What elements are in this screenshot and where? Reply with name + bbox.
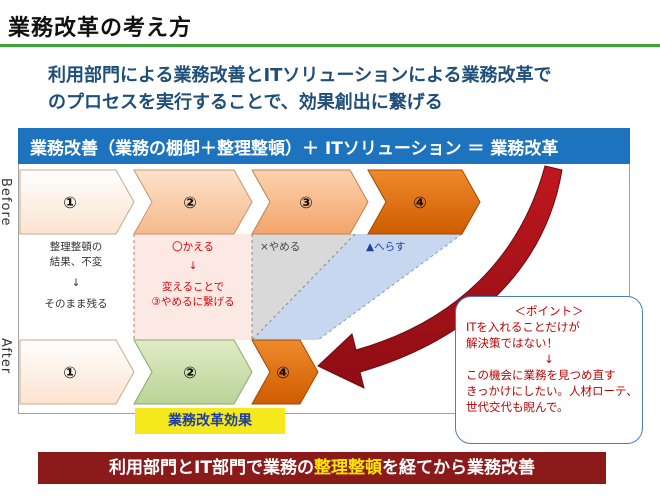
col2-note-line-1: 〇かえる — [172, 241, 214, 253]
before-step-1: ① — [19, 169, 135, 235]
transform-arrow — [317, 165, 563, 389]
col4-note: ▲へらす — [366, 241, 406, 253]
after-label: After — [0, 338, 13, 375]
before-step-3: ③ — [251, 169, 369, 235]
conclusion-bar: 利用部門とIT部門で業務の整理整頓を経てから業務改善 — [38, 452, 606, 484]
after-step-2: ② — [133, 339, 253, 405]
col2-note: 〇かえる ↓ 変えることで ③やめるに繋げる — [138, 240, 248, 310]
after-step-2-label: ② — [183, 363, 197, 382]
divider-3 — [251, 233, 356, 341]
after-step-4-label: ④ — [276, 363, 290, 382]
before-label: Before — [0, 178, 13, 227]
col1-note-line-1: 整理整頓の — [49, 241, 103, 253]
col1-note-line-2: 結果、不変 — [49, 256, 103, 268]
before-step-1-label: ① — [63, 193, 77, 212]
col2-note-line-3: ③やめるに繋げる — [151, 296, 235, 308]
before-step-3-label: ③ — [299, 193, 313, 212]
after-step-1-label: ① — [63, 363, 77, 382]
point-callout: ＜ポイント＞ ITを入れることだけが 解決策ではない！ ↓ この機会に業務を見つ… — [455, 296, 643, 444]
col1-note: 整理整頓の 結果、不変 ↓ そのまま残る — [28, 240, 124, 312]
before-step-2-label: ② — [183, 193, 197, 212]
point-line-4: きっかけにしたい。人材ローテ、 — [466, 384, 638, 398]
after-step-1: ① — [19, 339, 135, 405]
conclusion-text-2: を経てから業務改善 — [381, 458, 535, 478]
after-step-4: ④ — [251, 339, 319, 405]
col2-bg — [134, 234, 252, 340]
col3-note: ×やめる — [260, 241, 301, 253]
effect-label: 業務改革効果 — [135, 408, 285, 434]
col1-note-arrow: ↓ — [71, 277, 81, 289]
point-heading: ＜ポイント＞ — [514, 304, 584, 318]
subtitle-line-1: 利用部門による業務改善とITソリューションによる業務改革で — [48, 65, 552, 86]
point-line-5: 世代交代も睨んで。 — [466, 400, 569, 414]
before-step-2: ② — [133, 169, 253, 235]
conclusion-text-1: 利用部門とIT部門で業務の — [109, 458, 314, 478]
before-step-4-label: ④ — [413, 193, 427, 212]
conclusion-highlight: 整理整頓 — [313, 458, 382, 478]
col2-note-line-2: 変えることで — [161, 281, 225, 293]
title-divider — [0, 44, 660, 47]
point-arrow: ↓ — [544, 352, 554, 366]
page-title: 業務改革の考え方 — [8, 16, 193, 41]
point-line-1: ITを入れることだけが — [466, 320, 580, 334]
formula-banner: 業務改善（業務の棚卸＋整理整頓）＋ ITソリューション ＝ 業務改革 — [18, 128, 630, 164]
col4-bg — [252, 234, 462, 340]
point-line-3: この機会に業務を見つめ直す — [466, 368, 616, 382]
col1-note-line-3: そのまま残る — [44, 298, 108, 310]
process-frame — [18, 164, 630, 414]
point-line-2: 解決策ではない！ — [466, 336, 558, 350]
subtitle-line-2: のプロセスを実行することで、効果創出に繋げる — [48, 92, 443, 113]
subtitle: 利用部門による業務改善とITソリューションによる業務改革で のプロセスを実行する… — [48, 62, 648, 116]
col2-note-arrow: ↓ — [188, 260, 198, 272]
before-step-4: ④ — [367, 169, 481, 235]
